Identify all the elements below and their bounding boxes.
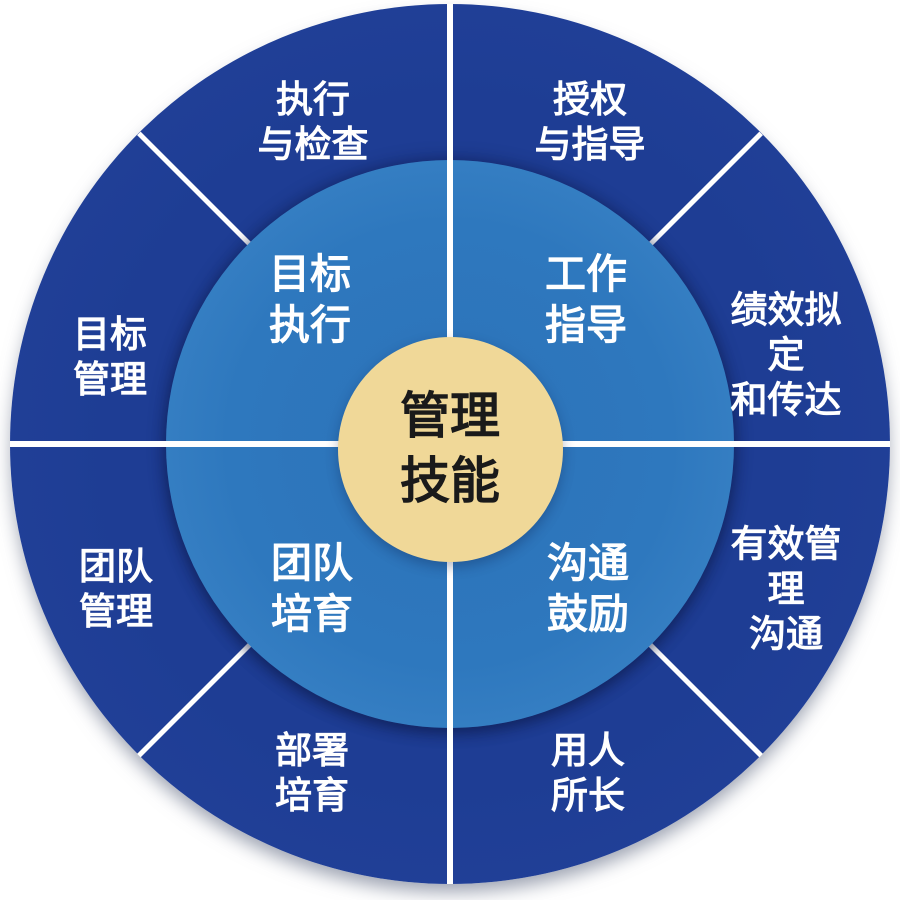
- center-hub: [338, 337, 563, 562]
- outer-segment-label-goal-management: 目标 管理: [73, 312, 147, 401]
- inner-quadrant-label-goal-execution: 目标 执行: [269, 249, 351, 349]
- outer-segment-label-use-people-strengths: 用人 所长: [551, 728, 625, 817]
- center-label: 管理 技能: [400, 387, 500, 510]
- outer-segment-label-deployment-and-development: 部署 培育: [275, 728, 349, 817]
- inner-quadrant-label-team-development: 团队 培育: [271, 538, 353, 638]
- inner-quadrant-label-communication-encouragement: 沟通 鼓励: [547, 538, 629, 638]
- outer-segment-label-effective-management-communication: 有效管理 沟通: [730, 522, 842, 656]
- outer-segment-label-performance-planning-and-delivery: 绩效拟定 和传达: [730, 288, 842, 422]
- inner-quadrant-label-work-guidance: 工作 指导: [545, 249, 627, 349]
- outer-segment-label-delegation-and-guidance: 授权 与指导: [534, 77, 646, 166]
- outer-segment-label-execution-and-inspection: 执行 与检查: [257, 77, 369, 166]
- outer-segment-label-team-management: 团队 管理: [79, 544, 153, 633]
